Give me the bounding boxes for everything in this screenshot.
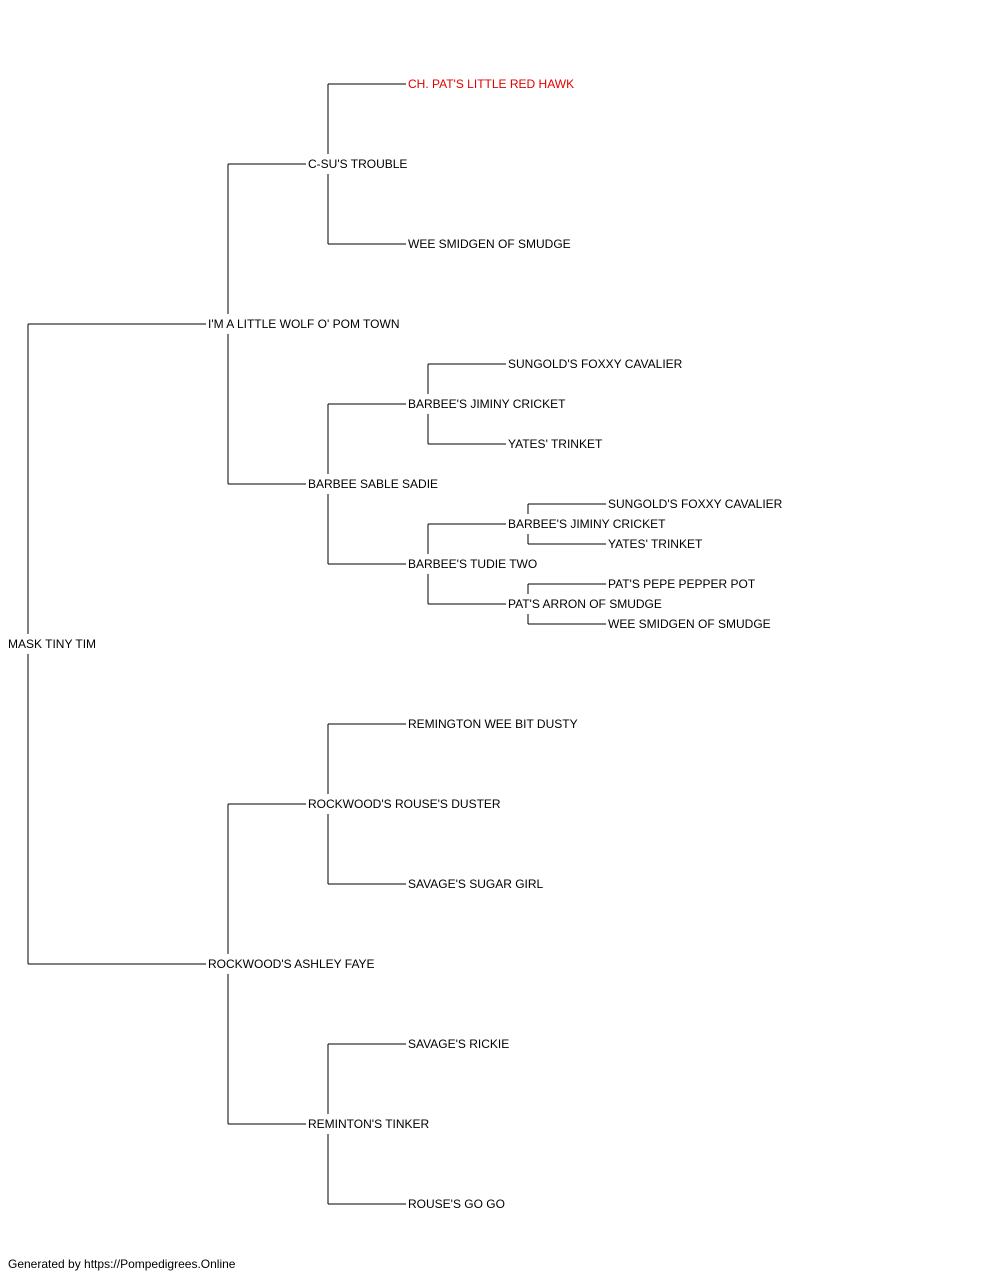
- dog-name-wee-smidgen-of-smudge: WEE SMIDGEN OF SMUDGE: [408, 237, 571, 251]
- dog-name-barbee-s-jiminy-cricket: BARBEE'S JIMINY CRICKET: [408, 397, 566, 411]
- dog-name-i-m-a-little-wolf-o-pom-town: I'M A LITTLE WOLF O' POM TOWN: [208, 317, 400, 331]
- dog-name-rouse-s-go-go: ROUSE'S GO GO: [408, 1197, 505, 1211]
- dog-name-barbee-s-tudie-two: BARBEE'S TUDIE TWO: [408, 557, 537, 571]
- dog-name-labels: MASK TINY TIM I'M A LITTLE WOLF O' POM TO…: [8, 77, 783, 1211]
- dog-name-ch-pat-s-little-red-hawk: CH. PAT'S LITTLE RED HAWK: [408, 77, 574, 91]
- dog-name-pat-s-arron-of-smudge: PAT'S ARRON OF SMUDGE: [508, 597, 662, 611]
- dog-name-pat-s-pepe-pepper-pot: PAT'S PEPE PEPPER POT: [608, 577, 756, 591]
- dog-name-mask-tiny-tim: MASK TINY TIM: [8, 637, 96, 651]
- dog-name-savage-s-sugar-girl: SAVAGE'S SUGAR GIRL: [408, 877, 544, 891]
- dog-name-sungold-s-foxxy-cavalier: SUNGOLD'S FOXXY CAVALIER: [608, 497, 783, 511]
- dog-name-barbee-s-jiminy-cricket: BARBEE'S JIMINY CRICKET: [508, 517, 666, 531]
- connector-lines: [27, 83, 606, 1205]
- dog-name-remington-wee-bit-dusty: REMINGTON WEE BIT DUSTY: [408, 717, 578, 731]
- dog-name-c-su-s-trouble: C-SU'S TROUBLE: [308, 157, 407, 171]
- dog-name-sungold-s-foxxy-cavalier: SUNGOLD'S FOXXY CAVALIER: [508, 357, 683, 371]
- dog-name-barbee-sable-sadie: BARBEE SABLE SADIE: [308, 477, 438, 491]
- generated-by-footer: Generated by https://Pompedigrees.Online: [8, 1257, 236, 1271]
- dog-name-savage-s-rickie: SAVAGE'S RICKIE: [408, 1037, 509, 1051]
- dog-name-rockwood-s-ashley-faye: ROCKWOOD'S ASHLEY FAYE: [208, 957, 375, 971]
- dog-name-rockwood-s-rouse-s-duster: ROCKWOOD'S ROUSE'S DUSTER: [308, 797, 501, 811]
- dog-name-wee-smidgen-of-smudge: WEE SMIDGEN OF SMUDGE: [608, 617, 771, 631]
- dog-name-yates-trinket: YATES' TRINKET: [508, 437, 603, 451]
- dog-name-reminton-s-tinker: REMINTON'S TINKER: [308, 1117, 430, 1131]
- dog-name-yates-trinket: YATES' TRINKET: [608, 537, 703, 551]
